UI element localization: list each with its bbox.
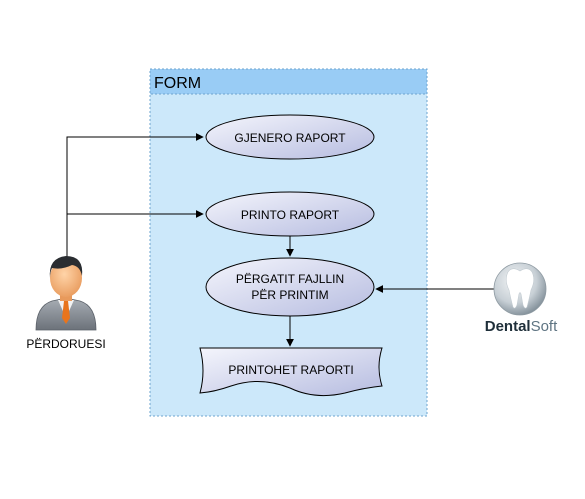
usecase-printo-raport: PRINTO RAPORT [205, 191, 375, 237]
arrow-user-to-gjenero [66, 133, 204, 258]
dentalsoft-brand-bold: Dental [485, 318, 531, 335]
usecase-printo-label: PRINTO RAPORT [241, 208, 340, 222]
form-container-title: FORM [154, 75, 201, 92]
user-avatar-icon [35, 256, 97, 331]
usecase-gjenero-raport: GJENERO RAPORT [205, 114, 375, 160]
tooth-icon [493, 262, 547, 316]
user-actor-label: PËRDORUESI [26, 337, 105, 351]
usecase-pergatit-fajllin: PËRGATIT FAJLLIN PËR PRINTIM [205, 257, 375, 317]
dentalsoft-brand: DentalSoft [485, 318, 558, 335]
usecase-gjenero-label: GJENERO RAPORT [234, 131, 346, 145]
dentalsoft-brand-rest: Soft [531, 318, 559, 335]
document-printohet-label: PRINTOHET RAPORTI [228, 363, 353, 377]
usecase-pergatit-line2: PËR PRINTIM [251, 288, 328, 302]
usecase-pergatit-line1: PËRGATIT FAJLLIN [236, 272, 344, 286]
document-printohet-raporti: PRINTOHET RAPORTI [199, 347, 383, 397]
connectors [66, 133, 496, 347]
